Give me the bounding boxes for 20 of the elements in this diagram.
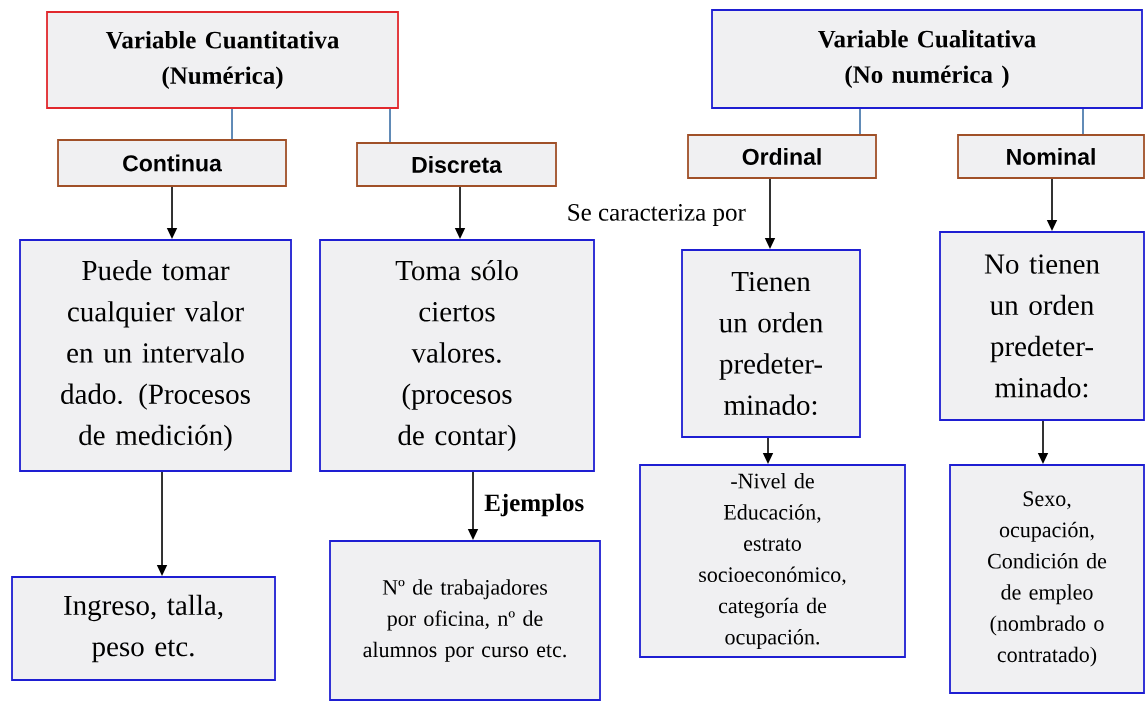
category-box: Continua bbox=[57, 139, 287, 187]
description-box: Sexo, ocupación, Condición de de empleo (nombrado o contratado) bbox=[949, 464, 1145, 694]
category-box: Nominal bbox=[957, 134, 1145, 179]
description-box: -Nivel de Educación, estrato socioeconómico, categoría de ocupación. bbox=[639, 464, 906, 658]
edge-label: Se caracteriza por bbox=[564, 202, 748, 228]
category-box: Ordinal bbox=[687, 134, 877, 179]
description-box: Ingreso, talla, peso etc. bbox=[11, 576, 276, 681]
header-box: Variable Cuantitativa (Numérica) bbox=[46, 11, 399, 109]
header-box: Variable Cualitativa (No numérica ) bbox=[711, 9, 1143, 109]
description-box: Nº de trabajadores por oficina, nº de alumnos por curso etc. bbox=[329, 540, 601, 701]
description-box: Puede tomar cualquier valor en un intervalo dado. (Procesos de medición) bbox=[19, 239, 292, 472]
description-box: No tienen un orden predeter- minado: bbox=[939, 231, 1145, 421]
connector-line bbox=[1082, 108, 1084, 135]
description-box: Tienen un orden predeter- minado: bbox=[681, 249, 861, 438]
description-box: Toma sólo ciertos valores. (procesos de contar) bbox=[319, 239, 595, 472]
connector-line bbox=[859, 108, 861, 135]
connector-line bbox=[389, 108, 391, 143]
edge-label: Ejemplos bbox=[482, 491, 587, 519]
category-box: Discreta bbox=[356, 142, 557, 187]
connector-line bbox=[231, 108, 233, 140]
